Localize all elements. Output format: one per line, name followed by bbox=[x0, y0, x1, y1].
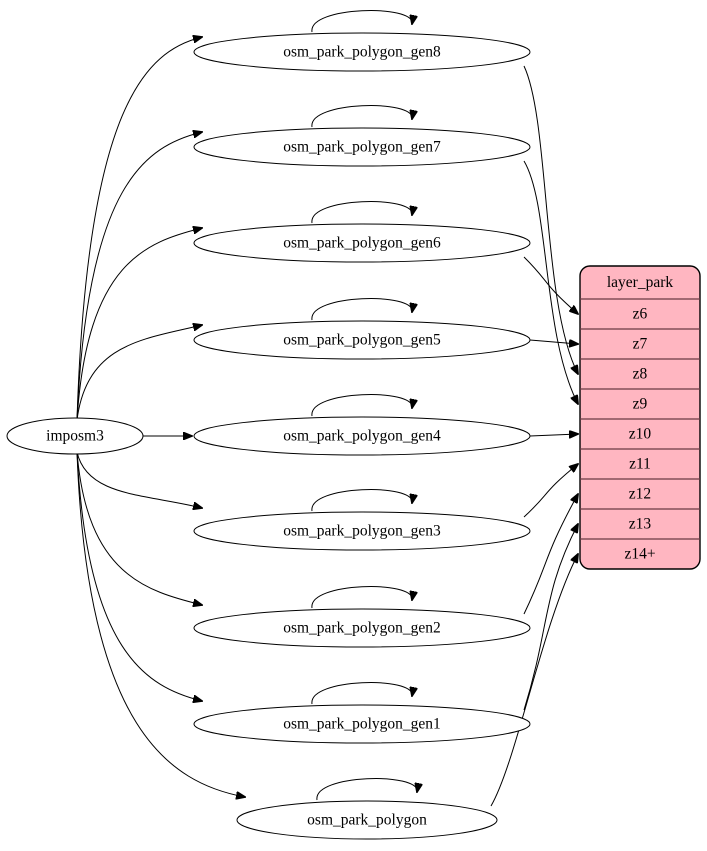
node-imposm3-label: imposm3 bbox=[46, 428, 104, 445]
self-loop-base bbox=[316, 778, 417, 801]
edge-imposm3-to-gen3 bbox=[76, 451, 202, 508]
self-loop-gen3 bbox=[311, 489, 412, 512]
table-row-z11[interactable]: z11 bbox=[629, 456, 651, 473]
layer-park-table-body[interactable] bbox=[579, 265, 701, 570]
edge-imposm3-to-gen8 bbox=[76, 37, 202, 421]
node-gen6-label: osm_park_polygon_gen6 bbox=[283, 235, 441, 252]
node-imposm3[interactable] bbox=[6, 417, 144, 455]
edge-gen3-to-row bbox=[523, 464, 578, 518]
edge-gen7-to-row bbox=[523, 160, 578, 404]
edge-gen2-to-row bbox=[523, 494, 578, 615]
edge-imposm3-to-gen5 bbox=[76, 325, 202, 421]
table-row-z9[interactable]: z9 bbox=[633, 396, 648, 413]
edge-imposm3-to-gen1 bbox=[76, 451, 202, 701]
node-gen2-label: osm_park_polygon_gen2 bbox=[283, 620, 441, 637]
source-node-group: imposm3 bbox=[6, 417, 144, 455]
node-gen7-label: osm_park_polygon_gen7 bbox=[283, 139, 441, 156]
table-row-z14+[interactable]: z14+ bbox=[624, 546, 655, 563]
table-row-z8[interactable]: z8 bbox=[633, 366, 648, 383]
edge-imposm3-to-gen6 bbox=[76, 228, 202, 421]
self-loop-gen2 bbox=[311, 586, 412, 609]
node-gen5[interactable] bbox=[193, 320, 531, 360]
node-gen2[interactable] bbox=[193, 608, 531, 648]
edge-base-to-row bbox=[490, 554, 578, 807]
edge-gen8-to-row bbox=[523, 65, 578, 374]
self-loop-gen5 bbox=[311, 298, 412, 321]
node-gen3-label: osm_park_polygon_gen3 bbox=[283, 523, 441, 540]
edge-imposm3-to-base bbox=[76, 451, 245, 797]
table-row-z10[interactable]: z10 bbox=[629, 426, 652, 443]
self-loop-gen8 bbox=[311, 10, 412, 33]
polygon-nodes: osm_park_polygon_gen8 osm_park_polygon_ge… bbox=[193, 32, 531, 840]
node-gen8[interactable] bbox=[193, 32, 531, 72]
self-loop-gen7 bbox=[311, 105, 412, 128]
table-row-z6[interactable]: z6 bbox=[633, 306, 648, 323]
self-loop-gen6 bbox=[311, 201, 412, 224]
node-gen1-label: osm_park_polygon_gen1 bbox=[283, 716, 441, 733]
edge-gen5-to-row bbox=[529, 340, 578, 344]
layer-park-table-header: layer_park bbox=[607, 274, 674, 291]
node-gen1[interactable] bbox=[193, 704, 531, 744]
self-loop-edges bbox=[311, 10, 417, 801]
node-gen4[interactable] bbox=[193, 416, 531, 456]
self-loop-gen4 bbox=[311, 394, 412, 417]
edge-imposm3-to-gen7 bbox=[76, 132, 202, 421]
node-gen5-label: osm_park_polygon_gen5 bbox=[283, 332, 441, 349]
node-gen7[interactable] bbox=[193, 127, 531, 167]
self-loop-gen1 bbox=[311, 682, 412, 705]
table-row-z13[interactable]: z13 bbox=[629, 516, 652, 533]
edges-from-imposm3 bbox=[76, 37, 245, 797]
table-row-z7[interactable]: z7 bbox=[633, 336, 648, 353]
node-base[interactable] bbox=[236, 800, 498, 840]
edge-gen6-to-row bbox=[523, 256, 578, 314]
node-gen4-label: osm_park_polygon_gen4 bbox=[283, 428, 441, 445]
edge-gen1-to-row bbox=[523, 524, 578, 711]
node-gen6[interactable] bbox=[193, 223, 531, 263]
node-gen3[interactable] bbox=[193, 511, 531, 551]
edge-imposm3-to-gen2 bbox=[76, 451, 202, 605]
edges-to-layer-park bbox=[490, 65, 578, 807]
table-row-z12[interactable]: z12 bbox=[629, 486, 651, 503]
node-base-label: osm_park_polygon bbox=[307, 812, 427, 829]
edge-gen4-to-row bbox=[529, 434, 578, 436]
layer-park-table: layer_park z6 z7 z8 z9 z10 z11 z12 z13 z14+ bbox=[579, 265, 701, 570]
node-gen8-label: osm_park_polygon_gen8 bbox=[283, 44, 441, 61]
